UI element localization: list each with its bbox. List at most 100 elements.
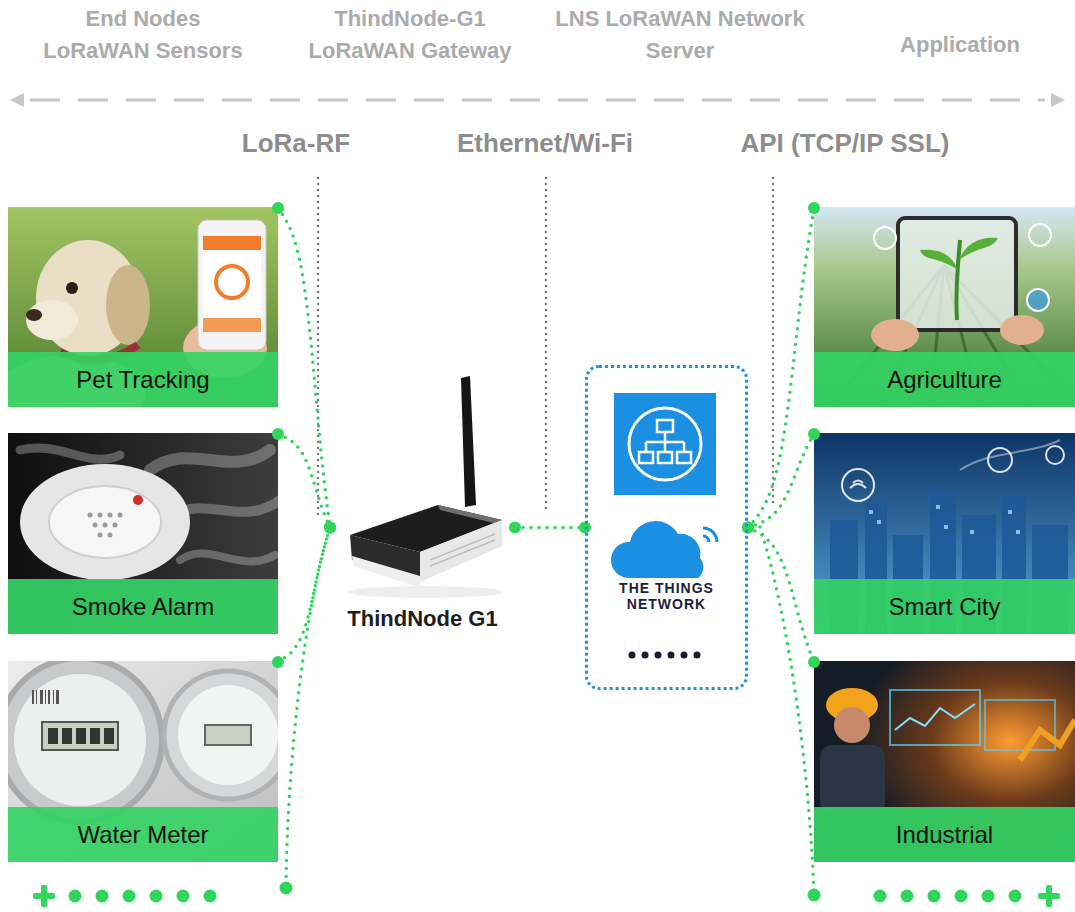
connector-group — [742, 522, 820, 669]
column-header: End Nodes LoRaWAN Sensors — [36, 3, 250, 67]
connector-group — [272, 428, 336, 534]
connector-group — [742, 428, 820, 534]
more-devices-dots-part — [150, 890, 163, 903]
connector-dot — [272, 202, 284, 214]
smart-city-photo-part-part — [970, 530, 974, 534]
pet-photo — [8, 207, 278, 407]
water-meter-photo-part-part — [40, 690, 43, 704]
pet-photo-part — [198, 220, 266, 350]
dotted-connector — [748, 528, 814, 663]
smart-city-photo-part-part — [877, 520, 881, 524]
label-band: Agriculture — [814, 352, 1075, 407]
water-meter-photo — [8, 661, 278, 862]
smoke-alarm-photo-part-part — [180, 554, 275, 562]
more-devices-dots-part — [874, 890, 887, 903]
smoke-alarm-photo-part-part — [118, 513, 123, 518]
smart-city-photo-part — [814, 433, 1075, 634]
dotted-connector — [278, 528, 330, 663]
node-text: Smart City — [888, 593, 1000, 621]
agriculture-photo-part — [959, 238, 998, 260]
lns-icon-part — [657, 420, 673, 432]
smart-city-photo-part-part — [944, 525, 948, 529]
application-card: Pet Tracking — [8, 207, 278, 407]
more-devices-dots-part — [41, 885, 47, 907]
lns-icon-part — [629, 408, 701, 480]
gateway-router-part-part — [430, 534, 495, 560]
smoke-alarm-photo-part — [49, 486, 161, 558]
more-dots-part — [694, 652, 701, 659]
water-meter-photo-part-part — [36, 690, 37, 704]
industrial-photo-part — [985, 700, 1055, 750]
agriculture-photo-part — [956, 240, 960, 320]
smart-city-photo-part-part — [1046, 446, 1064, 464]
dotted-connector — [748, 208, 814, 528]
more-devices-dots-part — [69, 890, 82, 903]
industrial-photo — [814, 661, 1075, 862]
node-text: Smoke Alarm — [72, 593, 215, 621]
dotted-connector — [278, 208, 330, 528]
more-devices-dots-part — [177, 890, 190, 903]
timeline-arrow — [10, 93, 1065, 107]
lns-icon-part — [614, 393, 716, 495]
smoke-alarm-photo-part-part — [20, 448, 120, 459]
connector-dot — [324, 522, 336, 534]
boundary-line — [318, 178, 773, 518]
gateway-router-part — [438, 505, 502, 525]
label-band: Smart City — [814, 579, 1075, 634]
connector-dot — [272, 428, 284, 440]
smoke-alarm-photo-part — [88, 513, 123, 538]
gateway-router-part — [347, 586, 503, 598]
gateway-router-part — [352, 556, 420, 588]
label-band: Smoke Alarm — [8, 579, 278, 634]
water-meter-photo-part-part — [48, 728, 58, 744]
pet-photo-part — [203, 236, 261, 250]
connector-dot — [808, 202, 820, 214]
more-devices-dots-part — [204, 890, 217, 903]
connector-dot — [272, 656, 284, 668]
column-header: Application — [860, 29, 1060, 61]
connector-dot — [742, 522, 754, 534]
gateway-node: ThindNode G1 — [330, 415, 515, 640]
more-devices-line-part — [286, 528, 330, 888]
application-card: Water Meter — [8, 661, 278, 862]
smart-city-photo-part — [842, 440, 1064, 501]
ttn-cloud-logo — [611, 521, 717, 578]
gateway-router-part — [420, 520, 502, 582]
agriculture-photo-part — [1027, 289, 1049, 311]
more-devices-line-part — [760, 527, 814, 895]
agriculture-photo-part — [1000, 315, 1044, 345]
agriculture-photo-part — [871, 319, 919, 351]
application-card: Agriculture — [814, 207, 1075, 407]
dotted-connector — [748, 434, 814, 528]
lns-icon-part — [658, 452, 672, 463]
connector-group — [509, 522, 591, 534]
ttn-cloud-logo-part — [611, 521, 703, 578]
more-devices-dots-part — [96, 890, 109, 903]
smoke-alarm-photo-part-part — [150, 450, 270, 470]
application-card: Smart City — [814, 433, 1075, 634]
more-dots-part — [668, 652, 675, 659]
smoke-alarm-photo-part — [133, 495, 143, 505]
more-dots-part — [642, 652, 649, 659]
smart-city-photo-part-part — [960, 440, 1060, 470]
node-text: Industrial — [896, 821, 993, 849]
smoke-alarm-photo-part — [20, 464, 190, 580]
smart-city-photo-part-part — [842, 469, 874, 501]
gateway-router-part — [430, 534, 495, 566]
agriculture-photo — [814, 207, 1075, 407]
industrial-photo-part — [890, 690, 980, 745]
smoke-alarm-photo-part-part — [113, 523, 118, 528]
water-meter-photo-part — [164, 671, 278, 799]
gateway-router-part-part — [430, 540, 495, 566]
more-devices-dots-part — [123, 890, 136, 903]
pet-photo-part — [66, 282, 78, 294]
smart-city-photo-part — [869, 505, 1020, 534]
more-devices-line — [280, 527, 821, 902]
smoke-alarm-photo-part-part — [88, 513, 93, 518]
more-devices-dots-part — [955, 890, 968, 903]
link-label: Ethernet/Wi-Fi — [425, 128, 665, 158]
node-text: Water Meter — [77, 821, 208, 849]
dotted-connector — [278, 434, 330, 528]
smoke-alarm-photo-part-part — [103, 523, 108, 528]
agriculture-photo-part — [874, 227, 896, 249]
